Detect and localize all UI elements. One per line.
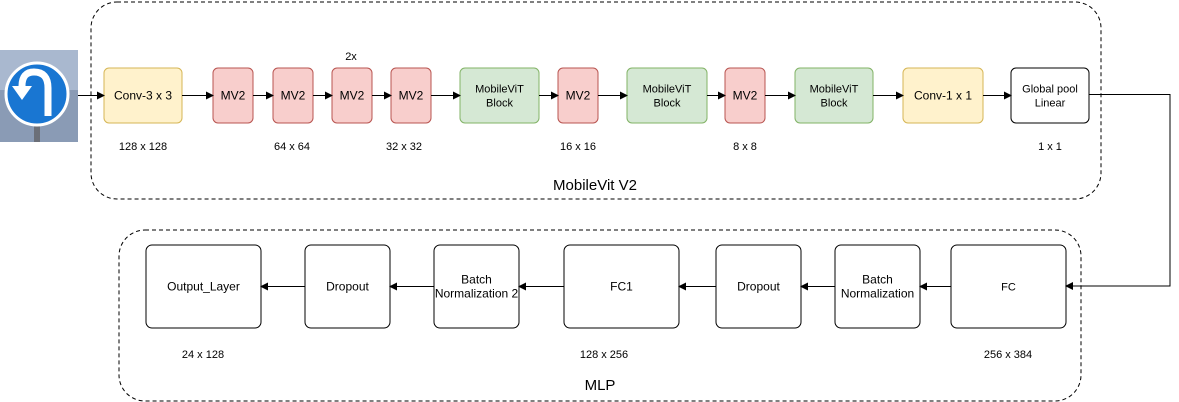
mv2-2-block: MV2	[272, 67, 314, 124]
batch-norm-2-label: Normalization 2	[435, 287, 519, 301]
global-pool-label: Global pool	[1022, 84, 1078, 96]
output-layer-block: Output_Layer	[145, 244, 262, 329]
dropout-2-label: Dropout	[326, 280, 369, 294]
global-pool-box	[1010, 67, 1090, 124]
mobilevit-block-2-label: MobileViT	[643, 84, 692, 96]
sign-pole	[34, 120, 40, 142]
fc1-label: FC1	[610, 280, 633, 294]
mobilevit-dim-label: 64 x 64	[274, 141, 310, 153]
conv3-block: Conv-3 x 3	[103, 67, 183, 124]
mobilevit-block-3-box	[794, 67, 874, 124]
mobilevit-block-1-box	[459, 67, 540, 124]
mv2-5-label: MV2	[566, 89, 591, 103]
mlp-blocks: FCBatchNormalizationDropoutFC1BatchNorma…	[145, 244, 1067, 361]
mlp-dim-label: 24 x 128	[182, 349, 224, 361]
dropout-2-block: Dropout	[304, 244, 391, 329]
mv2-1-label: MV2	[221, 89, 246, 103]
mobilevit-group-title: MobileVit V2	[553, 177, 637, 194]
mv2-5-block: MV2	[557, 67, 599, 124]
mobilevit-dim-label: 8 x 8	[733, 141, 757, 153]
mobilevit-to-mlp-arrow	[1065, 94, 1171, 290]
mobilevit-block-2-box	[626, 67, 708, 124]
fc-block: FC	[950, 244, 1067, 329]
mobilevit-dim-label: 16 x 16	[560, 141, 596, 153]
mobilevit-block-2-block: MobileViT Block	[626, 67, 708, 124]
batch-norm-1-label: Batch	[862, 273, 893, 287]
fc1-block: FC1	[563, 244, 680, 329]
mlp-dim-label: 128 x 256	[580, 349, 628, 361]
dropout-1-label: Dropout	[737, 280, 780, 294]
mv2-4-label: MV2	[399, 89, 424, 103]
output-layer-label: Output_Layer	[167, 280, 240, 294]
mobilevit-block-1-label: Block	[486, 98, 513, 110]
mv2-4-block: MV2	[390, 67, 432, 124]
mv2-2-label: MV2	[281, 89, 306, 103]
fc-label: FC	[1001, 282, 1016, 294]
u-turn-arrowhead-icon	[12, 86, 32, 100]
mobilevit-block-1-label: MobileViT	[475, 84, 524, 96]
mobilevit-dim-label: 32 x 32	[386, 141, 422, 153]
mv2-1-block: MV2	[212, 67, 254, 124]
conv3-label: Conv-3 x 3	[114, 89, 172, 103]
batch-norm-1-label: Normalization	[841, 287, 914, 301]
mobilevit-blocks: Conv-3 x 3 MV2 MV2 MV2 MV2 MobileViT Block MV2 M…	[103, 67, 1090, 153]
mobilevit-block-1-block: MobileViT Block	[459, 67, 540, 124]
input-image	[0, 50, 78, 142]
mlp-group-title: MLP	[585, 377, 616, 394]
mobilevit-dim-label: 128 x 128	[119, 141, 167, 153]
mv2-6-label: MV2	[733, 89, 758, 103]
mobilevit-dim-label: 1 x 1	[1038, 141, 1062, 153]
mobilevit-block-3-label: MobileViT	[810, 84, 859, 96]
mobilevit-block-3-label: Block	[821, 98, 848, 110]
dropout-1-block: Dropout	[715, 244, 802, 329]
conv1-block: Conv-1 x 1	[902, 67, 984, 124]
connectors	[78, 91, 1171, 291]
mv2-3-block: MV2	[331, 67, 373, 124]
batch-norm-2-label: Batch	[461, 273, 492, 287]
mobilevit-block-2-label: Block	[654, 98, 681, 110]
u-turn-arrow-icon	[18, 68, 52, 116]
repeat-label: 2x	[345, 51, 357, 63]
conv1-label: Conv-1 x 1	[914, 89, 972, 103]
mlp-group	[118, 229, 1082, 402]
mv2-6-block: MV2	[724, 67, 766, 124]
mlp-dim-label: 256 x 384	[984, 349, 1032, 361]
mv2-3-label: MV2	[340, 89, 365, 103]
mobilevit-block-3-block: MobileViT Block	[794, 67, 874, 124]
mobilevit-group	[90, 1, 1102, 200]
global-pool-label: Linear	[1035, 98, 1066, 110]
